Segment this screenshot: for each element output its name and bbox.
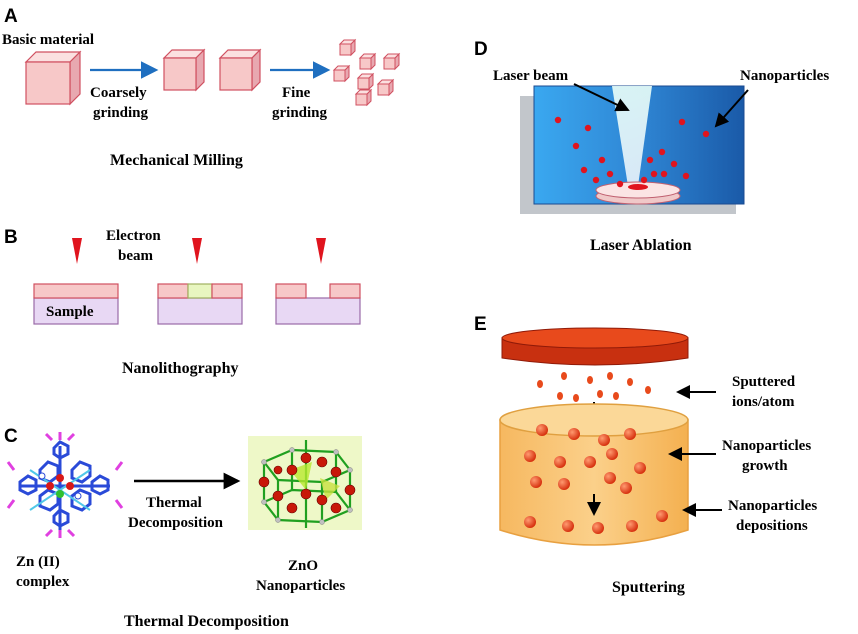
arrow-nanoparticles-d bbox=[714, 89, 749, 128]
label-ions-atom: ions/atom bbox=[732, 394, 795, 410]
panel-letter-e: E bbox=[474, 314, 487, 335]
zn-complex-molecule bbox=[6, 432, 124, 538]
label-fine: Fine bbox=[282, 85, 311, 101]
deposition-chamber bbox=[499, 403, 689, 546]
electron-beam-2 bbox=[192, 238, 202, 264]
electron-beam-1 bbox=[72, 238, 82, 264]
label-growth: growth bbox=[742, 458, 788, 474]
label-beam: beam bbox=[118, 248, 154, 264]
label-grinding-2: grinding bbox=[272, 105, 328, 121]
title-thermal-decomposition: Thermal Decomposition bbox=[124, 613, 289, 630]
chamber-nanoparticles bbox=[524, 424, 668, 534]
sputtered-ions bbox=[537, 372, 651, 402]
panel-e-sputtering: E bbox=[474, 314, 817, 596]
label-electron: Electron bbox=[106, 228, 161, 244]
cube-basic-material bbox=[24, 50, 82, 106]
label-zno-nanoparticles: Nanoparticles bbox=[256, 578, 345, 594]
small-cube bbox=[332, 64, 351, 83]
label-nanoparticles-d: Nanoparticles bbox=[740, 68, 829, 84]
label-depositions: depositions bbox=[736, 518, 808, 534]
label-nanoparticles-dep-1: Nanoparticles bbox=[728, 498, 817, 514]
label-thermal: Thermal bbox=[146, 495, 202, 511]
cube-coarse-2 bbox=[218, 48, 262, 92]
label-decomposition: Decomposition bbox=[128, 515, 224, 531]
zno-crystal-lattice bbox=[248, 436, 362, 530]
small-cube bbox=[338, 38, 357, 57]
small-cubes bbox=[332, 38, 401, 107]
panel-c-thermal-decomposition: C bbox=[4, 426, 362, 630]
label-sputtered: Sputtered bbox=[732, 374, 796, 390]
arrow-laser-beam bbox=[573, 83, 630, 112]
sample-stage-3 bbox=[275, 283, 361, 325]
label-laser-beam: Laser beam bbox=[493, 68, 569, 84]
small-cube bbox=[382, 52, 401, 71]
panel-letter-b: B bbox=[4, 227, 18, 248]
panel-b-nanolithography: B Electron beam Sample Nanolithography bbox=[4, 227, 361, 377]
small-cube bbox=[354, 88, 373, 107]
label-basic-material: Basic material bbox=[2, 32, 94, 48]
panel-letter-a: A bbox=[4, 6, 18, 27]
label-zno: ZnO bbox=[288, 558, 318, 574]
title-nanolithography: Nanolithography bbox=[122, 360, 238, 377]
panel-d-laser-ablation: D Laser beam Nanoparticles Laser Ablatio… bbox=[474, 39, 829, 254]
title-sputtering: Sputtering bbox=[612, 579, 685, 596]
title-laser-ablation: Laser Ablation bbox=[590, 237, 692, 254]
label-complex: complex bbox=[16, 574, 70, 590]
panel-letter-c: C bbox=[4, 426, 18, 447]
electron-beam-3 bbox=[316, 238, 326, 264]
label-nanoparticles-growth-1: Nanoparticles bbox=[722, 438, 811, 454]
sputter-target bbox=[501, 327, 689, 366]
title-mechanical-milling: Mechanical Milling bbox=[110, 152, 243, 169]
label-zn-ii: Zn (II) bbox=[16, 554, 60, 570]
label-coarsely: Coarsely bbox=[90, 85, 147, 101]
cube-coarse-1 bbox=[162, 48, 206, 92]
plume bbox=[628, 184, 648, 190]
panel-a-mechanical-milling: A Basic material Coarsely grinding Fine … bbox=[2, 6, 401, 169]
small-cube bbox=[358, 52, 377, 71]
small-cube bbox=[376, 78, 395, 97]
label-sample: Sample bbox=[46, 304, 94, 320]
panel-letter-d: D bbox=[474, 39, 488, 60]
sample-stage-1 bbox=[33, 283, 119, 325]
sample-stage-2 bbox=[157, 283, 243, 325]
laser-nanoparticles bbox=[554, 116, 710, 188]
small-cube bbox=[356, 72, 375, 91]
label-grinding-1: grinding bbox=[93, 105, 149, 121]
